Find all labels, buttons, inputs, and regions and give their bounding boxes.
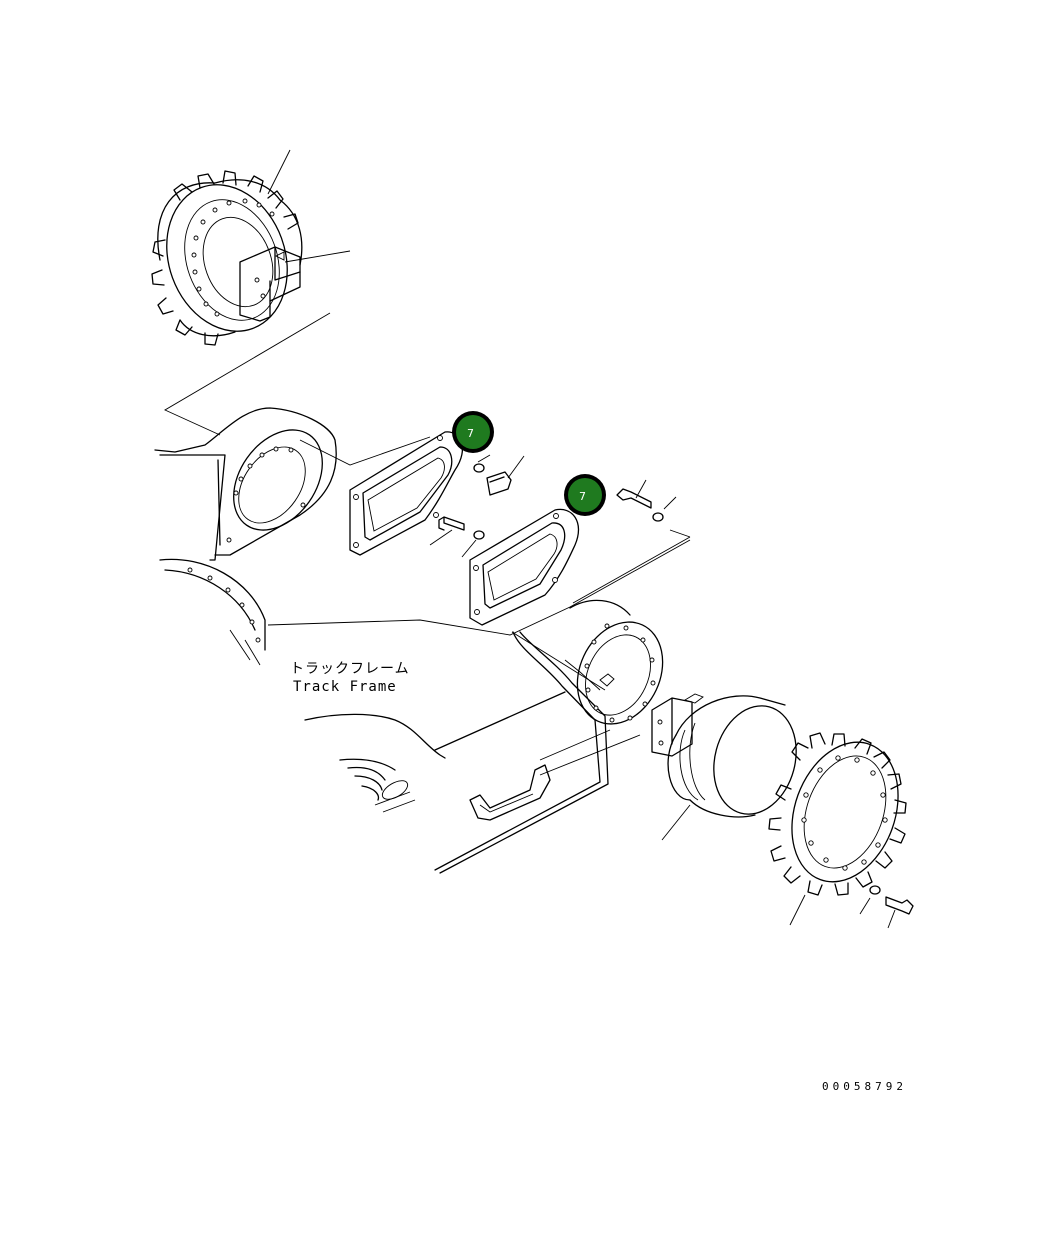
travel-motor [651, 693, 797, 841]
frame-bolt-holes [226, 446, 306, 543]
sprocket-bolt-holes [191, 198, 275, 317]
track-frame-label-jp: トラックフレーム [290, 661, 410, 677]
cover-plate-2 [469, 508, 580, 626]
callout-badge-1[interactable]: 7 [452, 411, 494, 453]
sprocket-bolt-washer [859, 885, 914, 929]
sprocket-bolt-holes-right [801, 755, 888, 871]
track-frame-label-en: Track Frame [293, 679, 397, 695]
callout-number-1: 7 [467, 427, 474, 440]
bolt-washer-group-1 [473, 454, 525, 496]
section-boundary-top [164, 312, 431, 466]
frame-hub-housing [434, 599, 664, 874]
callout-number-2: 7 [579, 490, 586, 503]
hub-bolt-holes [584, 623, 656, 723]
drawing-reference-number: 00058792 [822, 1080, 907, 1093]
flange-bolt-holes-left [187, 567, 261, 643]
bolt-washer-group-2 [429, 516, 485, 558]
callout-badge-2[interactable]: 7 [564, 474, 606, 516]
final-drive-assembly-top [151, 149, 351, 346]
track-frame-body [154, 407, 566, 813]
cover-plate-1 [349, 431, 464, 556]
sprocket [768, 732, 907, 926]
bolt-washer-group-3 [572, 479, 691, 604]
